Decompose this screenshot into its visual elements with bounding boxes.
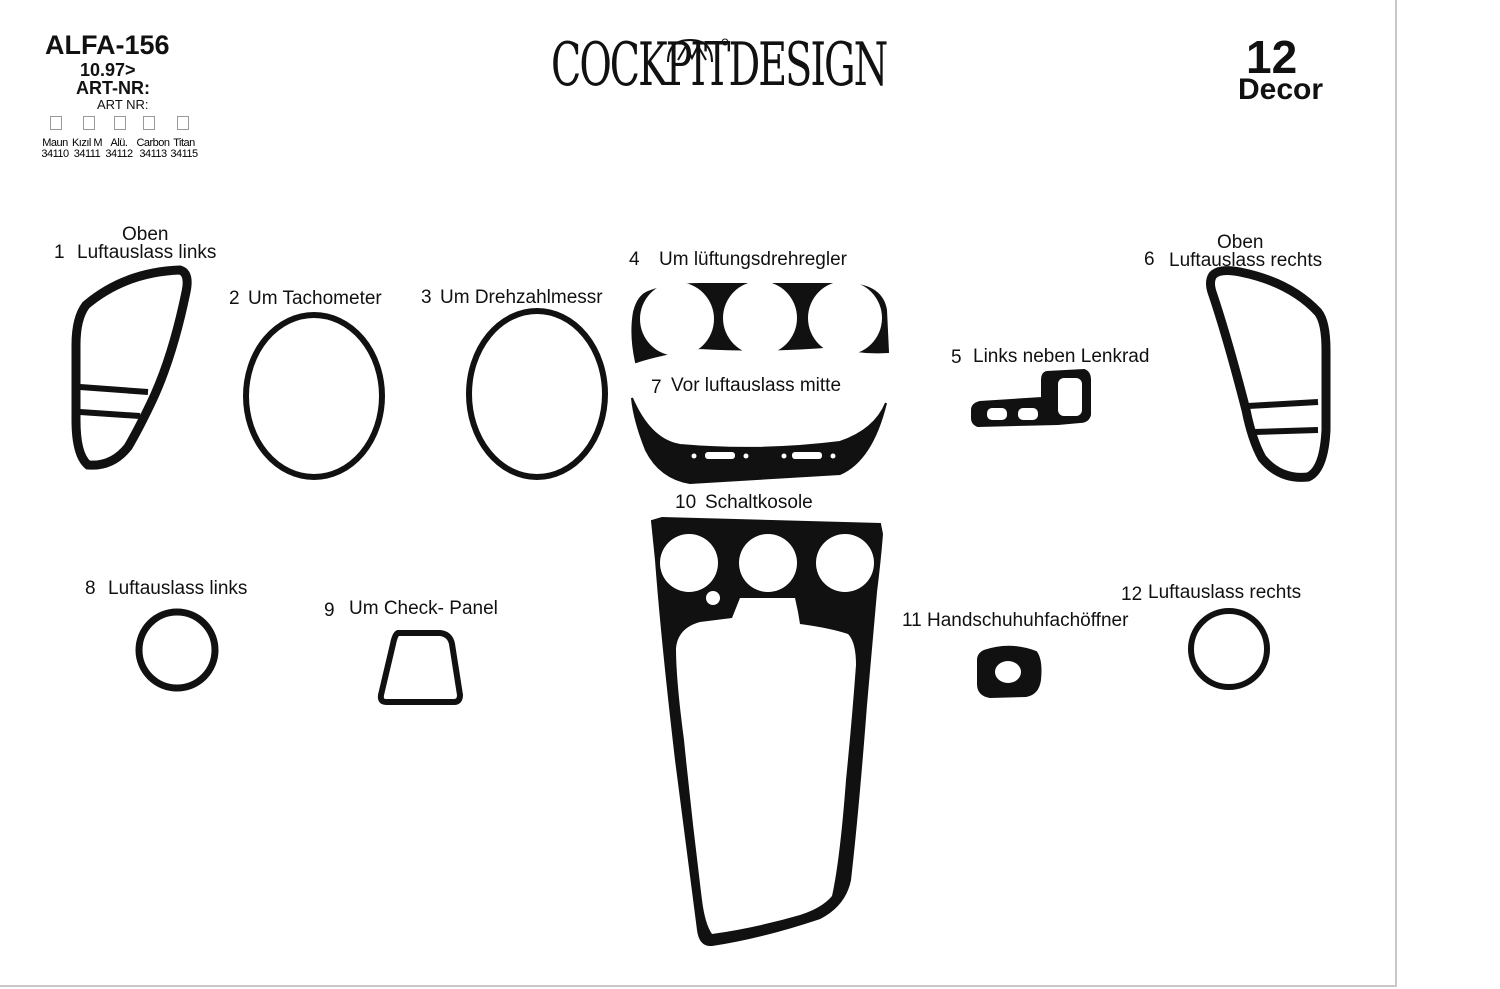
part-6-shape xyxy=(1206,266,1331,482)
part-6-note: Oben xyxy=(1217,232,1264,253)
model-title: ALFA-156 xyxy=(45,30,170,60)
part-3-number: 3 xyxy=(421,287,432,308)
part-1-note: Oben xyxy=(122,224,169,245)
part-11-label: Handschuhuhfachöffner xyxy=(927,610,1129,631)
part-10-number: 10 xyxy=(675,492,697,513)
part-8-number: 8 xyxy=(85,578,96,599)
part-5-label: Links neben Lenkrad xyxy=(973,346,1150,367)
art-nr-label: ART-NR: xyxy=(76,78,150,98)
part-3-label: Um Drehzahlmessr xyxy=(440,287,603,308)
part-2-number: 2 xyxy=(229,288,240,309)
piece-count: 12 xyxy=(1246,31,1298,83)
part-2-label: Um Tachometer xyxy=(248,288,382,309)
brand-logo: COCKPITDESIGN xyxy=(551,30,888,100)
model-date: 10.97> xyxy=(80,60,136,80)
part-7-shape xyxy=(631,397,887,485)
part-7-label: Vor luftauslass mitte xyxy=(671,375,842,396)
part-10-label: Schaltkosole xyxy=(705,492,813,513)
part-3-shape xyxy=(466,308,608,480)
swatch-box-carbon[interactable] xyxy=(143,116,155,130)
part-1-shape xyxy=(71,265,192,470)
part-10-shape xyxy=(650,516,884,947)
swatch-label-alu: Alü.34112 xyxy=(105,137,133,160)
part-4-label: Um lüftungsdrehregler xyxy=(659,249,847,270)
decor-label: Decor xyxy=(1238,73,1324,106)
part-5-number: 5 xyxy=(951,347,962,368)
part-1-number: 1 xyxy=(54,242,65,263)
part-2-shape xyxy=(243,312,385,480)
part-9-label: Um Check- Panel xyxy=(349,598,498,619)
part-11-shape xyxy=(977,645,1042,699)
swatch-box-titan[interactable] xyxy=(177,116,189,130)
part-7-number: 7 xyxy=(651,377,662,398)
part-9-shape xyxy=(377,630,464,705)
part-8-shape xyxy=(135,608,219,692)
part-6-label: Luftauslass rechts xyxy=(1169,250,1323,271)
part-9-number: 9 xyxy=(324,600,335,621)
swatch-box-kizil[interactable] xyxy=(83,116,95,130)
part-12-shape xyxy=(1188,608,1270,690)
part-4-number: 4 xyxy=(629,249,640,270)
part-4-shape xyxy=(631,281,890,364)
art-nr-label-small: ART NR: xyxy=(97,97,149,112)
part-12-number: 12 xyxy=(1121,584,1143,605)
swatch-box-maun[interactable] xyxy=(50,116,62,130)
part-5-shape xyxy=(971,368,1091,428)
part-1-label: Luftauslass links xyxy=(77,242,217,263)
page-frame xyxy=(0,0,1397,987)
swatch-box-alu[interactable] xyxy=(114,116,126,130)
part-11-number: 11 xyxy=(902,610,922,631)
part-12-label: Luftauslass rechts xyxy=(1148,582,1302,603)
part-8-label: Luftauslass links xyxy=(108,578,248,599)
part-6-number: 6 xyxy=(1144,249,1155,270)
